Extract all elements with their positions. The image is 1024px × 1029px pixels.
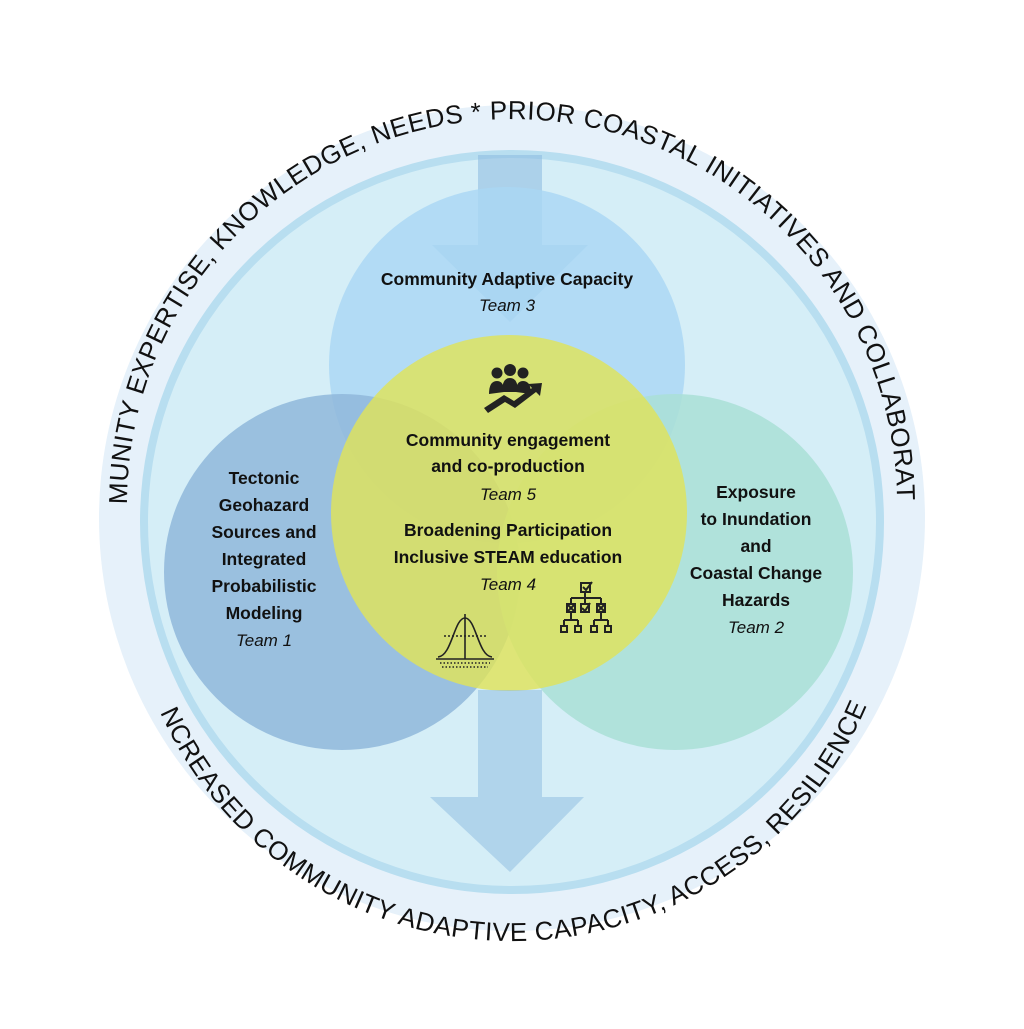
team-4-line: Broadening Participation <box>404 520 612 540</box>
team-2-line: to Inundation <box>701 509 812 529</box>
team-1-line: Probabilistic <box>211 576 316 596</box>
output-arrow <box>430 690 584 872</box>
center-text: Community engagement and co-production T… <box>394 430 623 594</box>
team-1-line: Geohazard <box>219 495 309 515</box>
team-2-line: Exposure <box>716 482 796 502</box>
team-5-line: Community engagement <box>406 430 610 450</box>
team-2-line: Coastal Change <box>690 563 823 583</box>
team-1-label: Team 1 <box>236 631 292 650</box>
circle-team-4-5 <box>331 335 687 691</box>
bell-curve-icon <box>436 614 494 668</box>
team-4-label: Team 4 <box>480 575 536 594</box>
team-2-line: and <box>740 536 771 556</box>
team-3-title: Community Adaptive Capacity <box>381 269 633 289</box>
team-3-label: Team 3 <box>479 296 536 315</box>
team-5-line: and co-production <box>431 456 585 476</box>
team-1-text: Tectonic Geohazard Sources and Integrate… <box>211 468 316 650</box>
team-1-line: Integrated <box>222 549 307 569</box>
team-1-line: Sources and <box>211 522 316 542</box>
team-2-text: Exposure to Inundation and Coastal Chang… <box>690 482 823 637</box>
team-1-line: Tectonic <box>229 468 300 488</box>
team-2-label: Team 2 <box>728 618 785 637</box>
team-1-line: Modeling <box>226 603 303 623</box>
decision-tree-icon <box>560 581 612 633</box>
team-2-line: Hazards <box>722 590 790 610</box>
community-growth-icon <box>484 364 542 413</box>
team-4-line: Inclusive STEAM education <box>394 547 623 567</box>
team-5-label: Team 5 <box>480 485 537 504</box>
